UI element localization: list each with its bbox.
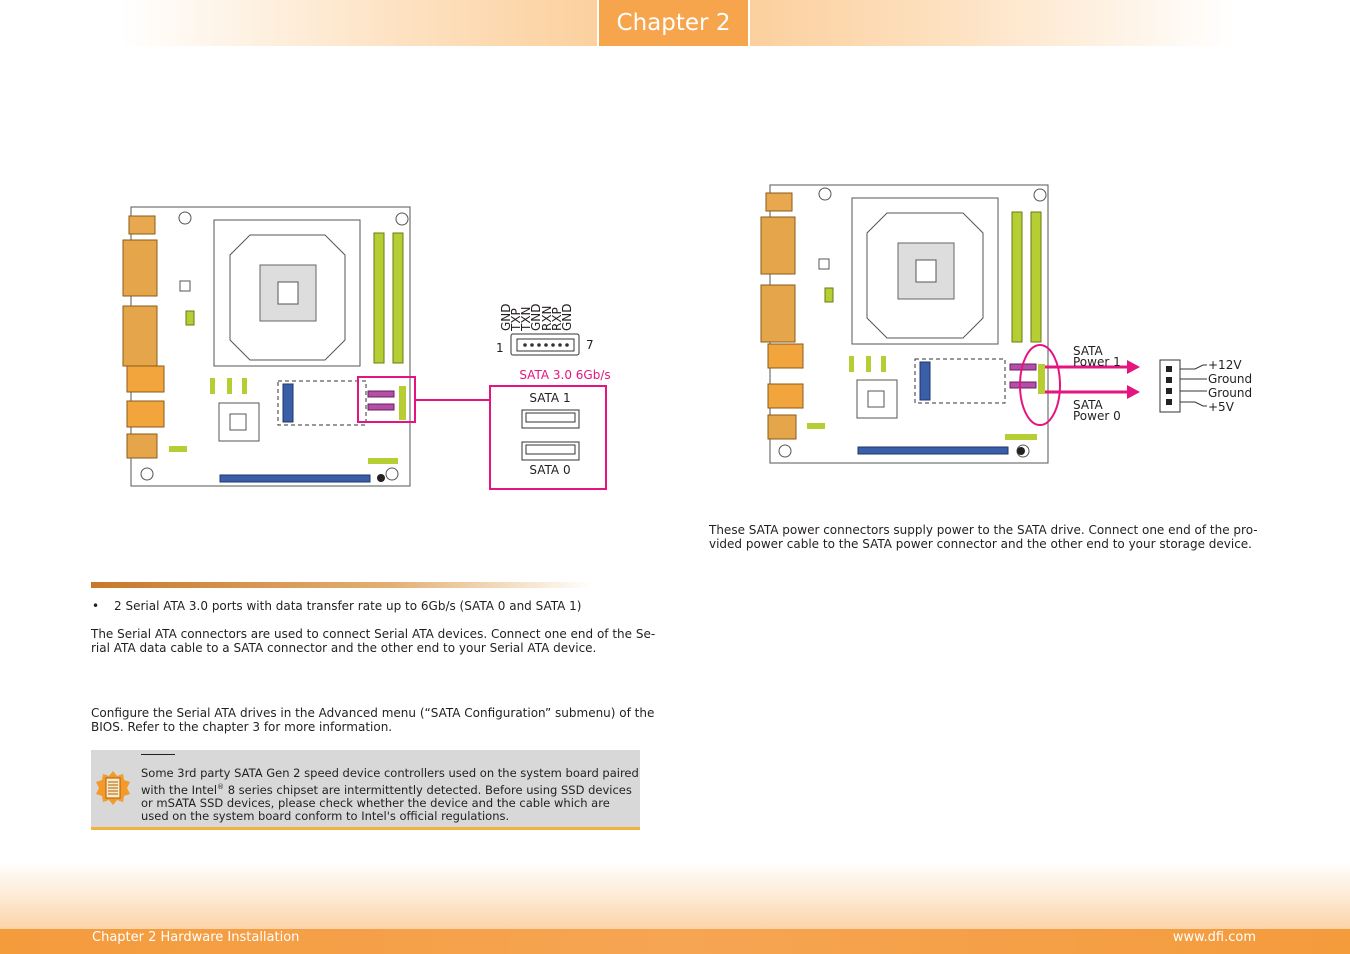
- footer-bar: [0, 929, 1350, 954]
- para2-line1: Configure the Serial ATA drives in the A…: [91, 706, 655, 720]
- power1-label-line2: Power 1: [1073, 355, 1121, 369]
- para2-line2: BIOS. Refer to the chapter 3 for more in…: [91, 720, 393, 734]
- power1-label-line1: SATA: [1073, 344, 1104, 358]
- sata1-label: SATA 1: [529, 391, 570, 405]
- chapter-tab: Chapter 2: [597, 0, 750, 46]
- footer-website-link[interactable]: www.dfi.com: [1172, 930, 1256, 945]
- sata0-label: SATA 0: [529, 463, 570, 477]
- pin-start-label: 1: [496, 341, 504, 355]
- section-divider: [91, 582, 593, 588]
- right-board-figure: SATA Power 1 SATA Power 0 +12V Ground Gr…: [760, 184, 1252, 464]
- pin-ground-1: Ground: [1208, 372, 1252, 386]
- left-board-figure: SATA 1 SATA 0 SATA 3.0 6Gb/s 1 7 GND TXP…: [122, 206, 611, 490]
- pin-plus12v: +12V: [1208, 358, 1242, 372]
- pin-label-5: RXN: [540, 305, 554, 331]
- pin-label-7: GND: [560, 303, 574, 331]
- power0-label-line2: Power 0: [1073, 409, 1121, 423]
- pin-plus5v: +5V: [1208, 400, 1235, 414]
- footer-chapter-title: Chapter 2 Hardware Installation: [92, 930, 300, 945]
- note-text: Some 3rd party SATA Gen 2 speed device c…: [141, 754, 641, 824]
- pin-label-1: GND: [499, 303, 513, 331]
- pin-label-2: TXP: [509, 308, 523, 332]
- note-line1: Some 3rd party SATA Gen 2 speed device c…: [141, 766, 639, 780]
- pin-label-4: GND: [529, 303, 543, 331]
- power-description-line1: These SATA power connectors supply power…: [709, 523, 1258, 537]
- power0-label-line1: SATA: [1073, 398, 1104, 412]
- pin-ground-2: Ground: [1208, 386, 1252, 400]
- para1-line1: The Serial ATA connectors are used to co…: [91, 627, 656, 641]
- note-line3: or mSATA SSD devices, please check wheth…: [141, 795, 610, 810]
- note-line4: used on the system board conform to Inte…: [141, 809, 510, 824]
- pin-end-label: 7: [586, 338, 594, 352]
- bullet-text: 2 Serial ATA 3.0 ports with data transfe…: [114, 599, 582, 613]
- footer-gradient: [0, 862, 1350, 930]
- note-box: Some 3rd party SATA Gen 2 speed device c…: [91, 750, 640, 830]
- note-rule: [141, 754, 175, 767]
- connector-title: SATA 3.0 6Gb/s: [519, 368, 610, 382]
- para1-line2: rial ATA data cable to a SATA connector …: [91, 641, 597, 655]
- power-description-line2: vided power cable to the SATA power conn…: [709, 537, 1252, 551]
- bullet-marker: •: [92, 599, 100, 613]
- pin-label-6: RXP: [550, 307, 564, 331]
- pin-label-3: TXN: [519, 306, 533, 332]
- note-icon: [96, 771, 130, 805]
- note-line2: with the Intel® 8 series chipset are int…: [141, 782, 632, 797]
